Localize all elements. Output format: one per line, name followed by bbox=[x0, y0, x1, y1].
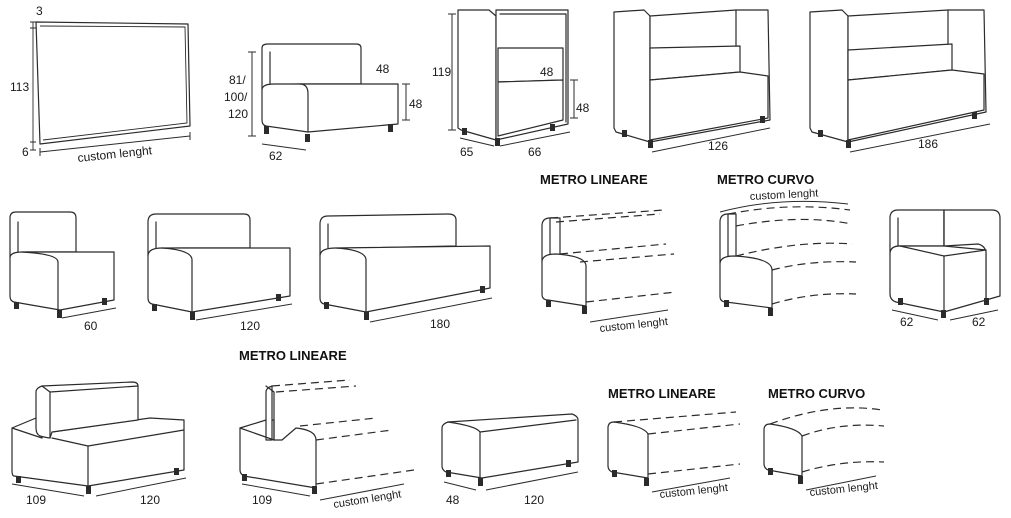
sofa-120-width-dim: 120 bbox=[240, 319, 260, 333]
sofa-180-drawing bbox=[319, 213, 493, 323]
metro-curvo-drawing bbox=[719, 200, 857, 316]
booth-126-drawing bbox=[613, 9, 771, 153]
metro-lineare-drawing bbox=[541, 209, 677, 323]
panel-drawing bbox=[30, 21, 191, 156]
chair-60-width-dim: 60 bbox=[84, 319, 98, 333]
bench-metro-lineare-length-dim: custom lenght bbox=[659, 482, 728, 501]
sofa-180-width-dim: 180 bbox=[430, 317, 450, 331]
bench-metro-lineare-title: METRO LINEARE bbox=[608, 386, 716, 401]
bench-depth-dim: 48 bbox=[446, 493, 460, 507]
corner-chair-drawing bbox=[889, 209, 1001, 321]
island-sofa-drawing bbox=[11, 381, 187, 497]
booth-single-width-dim: 66 bbox=[528, 145, 542, 159]
booth-single-drawing bbox=[448, 9, 578, 147]
bench-metro-curvo-title: METRO CURVO bbox=[768, 386, 865, 401]
metro-curvo-top-dim: custom lenght bbox=[750, 187, 819, 203]
sofa-low-drawing bbox=[248, 43, 410, 151]
chair-60-drawing bbox=[9, 211, 117, 319]
corner-chair-dim-b: 62 bbox=[972, 315, 986, 329]
sofa-low-back-dim: 48 bbox=[376, 62, 390, 76]
bench-width-dim: 120 bbox=[524, 493, 544, 507]
island-linear-length-dim: custom lenght bbox=[333, 488, 403, 511]
panel-height-dim: 113 bbox=[10, 80, 29, 94]
metro-lineare-title: METRO LINEARE bbox=[540, 172, 648, 187]
booth-186-width-dim: 186 bbox=[918, 137, 938, 151]
booth-single-depth-dim: 65 bbox=[460, 145, 474, 159]
island-sofa-width-dim: 120 bbox=[140, 493, 160, 507]
booth-126-width-dim: 126 bbox=[708, 139, 728, 153]
bench-120-drawing bbox=[441, 413, 579, 491]
row3-metro-lineare-title: METRO LINEARE bbox=[239, 348, 347, 363]
island-sofa-depth-dim: 109 bbox=[26, 493, 46, 507]
booth-186-drawing bbox=[809, 9, 991, 153]
sofa-low-depth-dim: 62 bbox=[269, 149, 283, 163]
panel-bottom-dim: 6 bbox=[22, 145, 29, 159]
sofa-120-drawing bbox=[147, 213, 293, 321]
metro-curvo-title: METRO CURVO bbox=[717, 172, 814, 187]
bench-metro-lineare-drawing bbox=[607, 411, 741, 493]
panel-top-dim: 3 bbox=[36, 4, 43, 18]
corner-chair-dim-a: 62 bbox=[900, 315, 914, 329]
island-linear-drawing bbox=[239, 379, 415, 501]
booth-single-seat-dim: 48 bbox=[540, 65, 554, 79]
booth-single-side-dim: 48 bbox=[576, 101, 590, 115]
island-linear-depth-dim: 109 bbox=[252, 493, 272, 507]
booth-single-height-dim: 119 bbox=[432, 65, 451, 79]
sofa-low-height-3: 120 bbox=[228, 107, 248, 121]
sofa-low-height-1: 81/ bbox=[229, 73, 246, 87]
sofa-low-height-2: 100/ bbox=[224, 90, 248, 104]
bench-metro-curvo-drawing bbox=[763, 407, 885, 491]
sofa-low-seat-dim: 48 bbox=[409, 97, 423, 111]
bench-metro-curvo-length-dim: custom lenght bbox=[809, 480, 878, 499]
